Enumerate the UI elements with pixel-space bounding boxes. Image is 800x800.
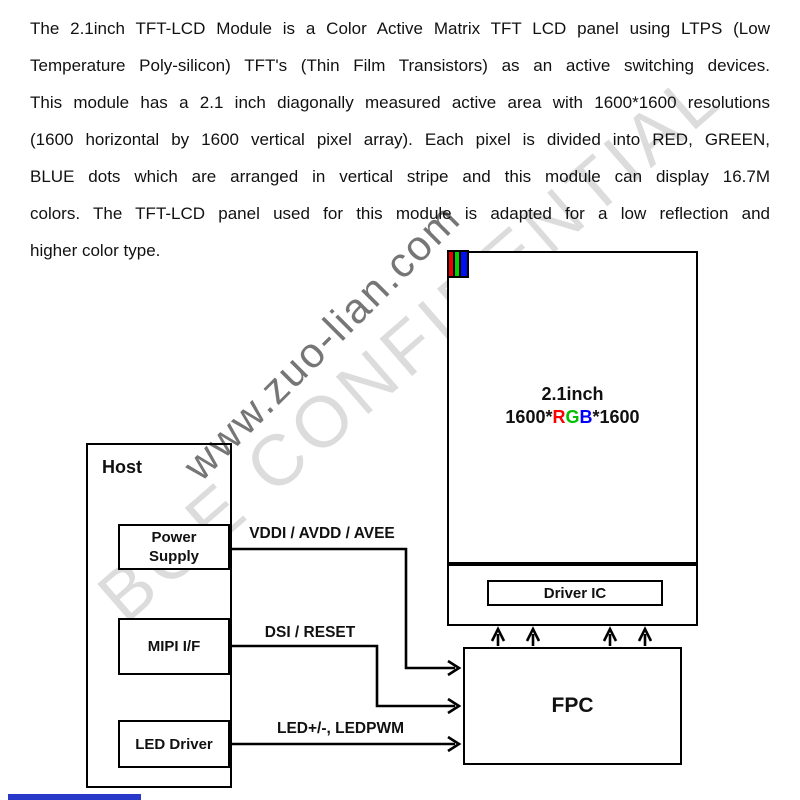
red-stripe [449, 252, 454, 276]
fpc-box: FPC [463, 647, 682, 765]
paragraph-line: BLUE dots which are arranged in vertical… [30, 167, 770, 186]
fpc-to-driver-arrows [490, 626, 653, 646]
paragraph-line: (1600 horizontal by 1600 vertical pixel … [30, 130, 770, 149]
mipi-box: MIPI I/F [118, 618, 230, 675]
panel-resolution-label: 1600*RGB*1600 [505, 407, 640, 427]
dsi-signal-label: DSI / RESET [264, 624, 356, 641]
paragraph-line: colors. The TFT-LCD panel used for this … [30, 204, 770, 223]
vddi-signal-label: VDDI / AVDD / AVEE [249, 525, 395, 542]
dsi-arrow [231, 644, 462, 715]
description-paragraph: The 2.1inch TFT-LCD Module is a Color Ac… [30, 10, 770, 269]
blue-stripe [461, 252, 467, 276]
mipi-label: MIPI I/F [147, 638, 201, 655]
lcd-panel-box: 2.1inch 1600*RGB*1600 [447, 250, 698, 564]
paragraph-line: Temperature Poly-silicon) TFT's (Thin Fi… [30, 56, 770, 75]
driver-ic-label: Driver IC [543, 584, 607, 602]
paragraph-line: The 2.1inch TFT-LCD Module is a Color Ac… [30, 19, 770, 38]
rgb-stripe-icon [447, 250, 469, 278]
led-driver-box: LED Driver [118, 720, 230, 768]
bottom-blue-bar [8, 794, 141, 800]
led-arrow [231, 735, 462, 753]
power-supply-label: Power Supply [148, 529, 199, 565]
panel-label: 2.1inch 1600*RGB*1600 [449, 383, 696, 429]
power-supply-box: Power Supply [118, 524, 230, 570]
host-box: Host [86, 443, 232, 788]
host-label: Host [102, 457, 142, 477]
green-stripe [455, 252, 460, 276]
led-driver-label: LED Driver [135, 735, 213, 753]
paragraph-line: This module has a 2.1 inch diagonally me… [30, 93, 770, 112]
led-signal-label: LED+/-, LEDPWM [276, 720, 404, 737]
driver-ic-box: Driver IC [487, 580, 663, 606]
fpc-label: FPC [551, 694, 594, 717]
vddi-arrow [231, 547, 462, 677]
paragraph-line: higher color type. [30, 241, 161, 260]
panel-size-label: 2.1inch [541, 384, 604, 404]
